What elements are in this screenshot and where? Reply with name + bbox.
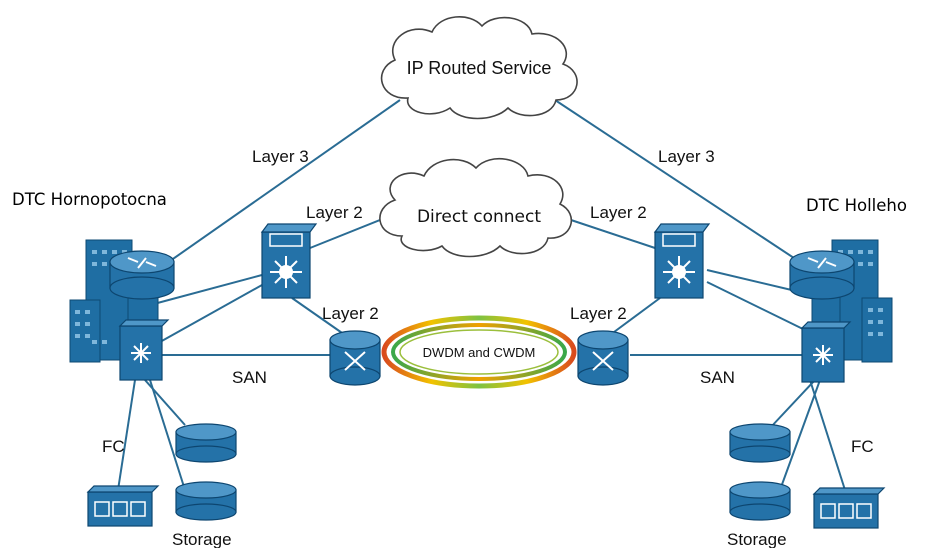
link-switch-optical-left (291, 297, 346, 336)
san-right-label: SAN (700, 368, 735, 387)
layer2-top-right-label: Layer 2 (590, 203, 647, 222)
link-l2-right-direct (564, 217, 656, 249)
san-left-label: SAN (232, 368, 267, 387)
direct-connect-label: Direct connect (417, 207, 541, 227)
router-icon (109, 250, 175, 300)
layer3-right-label: Layer 3 (658, 147, 715, 166)
link-layer3-left (159, 99, 401, 269)
site-left-label: DTC Hornopotocna (12, 190, 167, 209)
direct-connect-cloud: Direct connect (379, 158, 572, 258)
link-fc-right-3 (779, 379, 821, 491)
layer2-switch-icon (653, 223, 711, 299)
disk-array-icon (86, 485, 160, 527)
link-layer3-right (554, 99, 801, 263)
link-fc-left-3 (149, 379, 186, 491)
layer3-left-label: Layer 3 (252, 147, 309, 166)
optical-mux-icon (329, 330, 381, 386)
link-switch-optical-right (609, 297, 661, 336)
layer2-mid-left-label: Layer 2 (322, 304, 379, 323)
storage-right-label: Storage (727, 530, 787, 548)
disk-array-icon (812, 487, 886, 529)
ip-routed-service-cloud: IP Routed Service (380, 16, 578, 120)
link-mds-switch-right (706, 281, 806, 331)
link-mds-switch-left (159, 284, 263, 343)
ip-routed-service-label: IP Routed Service (407, 58, 552, 78)
dwdm-label: DWDM and CWDM (423, 345, 536, 360)
storage-left-label: Storage (172, 530, 232, 548)
links (117, 99, 846, 491)
disk-storage-icon (175, 423, 237, 463)
dwdm-ring: DWDM and CWDM (381, 315, 577, 389)
layer2-top-left-label: Layer 2 (306, 203, 363, 222)
layer2-switch-icon (260, 223, 318, 299)
link-fc-right-1 (809, 379, 846, 491)
link-fc-left-1 (117, 379, 136, 491)
fc-right-label: FC (851, 437, 874, 456)
link-fc-right-2 (769, 379, 816, 429)
site-right-label: DTC Holleho (806, 196, 907, 215)
link-fc-left-2 (144, 379, 186, 426)
optical-mux-icon (577, 330, 629, 386)
fc-left-label: FC (102, 437, 125, 456)
disk-storage-icon (175, 481, 237, 521)
link-router-switch-right (706, 269, 801, 293)
san-switch-icon (800, 321, 852, 383)
disk-storage-icon (729, 423, 791, 463)
disk-storage-icon (729, 481, 791, 521)
layer2-mid-right-label: Layer 2 (570, 304, 627, 323)
link-l2-left-direct (309, 217, 386, 249)
san-switch-icon (118, 319, 170, 381)
link-router-switch-left (149, 274, 263, 306)
router-icon (789, 250, 855, 300)
